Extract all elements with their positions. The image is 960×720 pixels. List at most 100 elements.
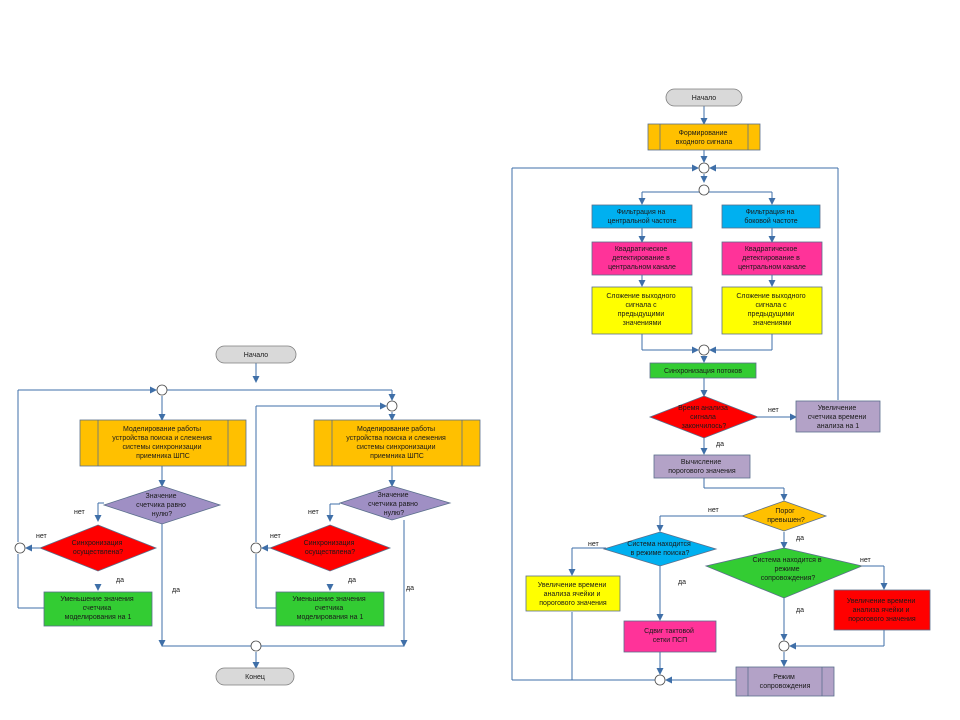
inc-left-line-1: Увеличение времени: [538, 582, 607, 589]
svg-text:Значение счетчика равн: Значение счетчика равно нулю?: [136, 493, 188, 518]
form-line-1: Формирование: [679, 130, 728, 137]
time-q-line-2: сигнала: [690, 414, 716, 421]
svg-text:Формирование входного: Формирование входного сигнала: [676, 130, 733, 146]
left-junction-b-top: [386, 400, 398, 412]
dec-a-line-2: счетчика: [83, 605, 112, 612]
sum-s-line-2: сигнала с: [755, 302, 787, 309]
left-yes-label-3: да: [348, 577, 356, 584]
threshold-line-1: Вычисление: [681, 459, 722, 466]
time-q-line-1: Время анализа: [678, 405, 728, 412]
svg-text:Моделирование работы у: Моделирование работы устройства поиска и…: [346, 425, 448, 460]
svg-text:Квадратическое детекти: Квадратическое детектирование в централь…: [608, 246, 676, 271]
left-start-terminal: [215, 345, 297, 364]
left-sync-decision-a: Синхронизация осуществлена?: [38, 524, 158, 572]
left-model-block-b: Моделирование работы устройства поиска и…: [313, 419, 481, 467]
sync-a-line-2: осуществлена?: [73, 549, 123, 556]
svg-text:Время анализа сигнала: Время анализа сигнала закончилось?: [678, 405, 730, 430]
right-filter-central-block: Фильтрация на центральной частоте: [591, 204, 693, 229]
left-counter-decision-b: Значение счетчика равно нулю?: [338, 485, 452, 521]
svg-text:Система находится в ре: Система находится в режиме сопровождения…: [752, 557, 823, 582]
right-flowchart: Начало Формирование входного сигнала Фил…: [511, 88, 931, 697]
right-junction-loop: [698, 162, 710, 174]
sum-c-line-1: Сложение выходного: [606, 293, 675, 300]
left-sync-decision-b: Синхронизация осуществлена?: [268, 524, 392, 572]
sum-s-line-3: предыдущими: [748, 311, 795, 318]
sq-s-line-2: детектирование в: [742, 255, 800, 262]
counter-b-line-1: Значение: [378, 492, 409, 499]
left-junction-loop-a: [14, 542, 26, 554]
left-no-label-1: нет: [74, 509, 86, 516]
svg-text:Синхронизация осуществ: Синхронизация осуществлена?: [304, 540, 357, 556]
svg-text:Уменьшение значения сч: Уменьшение значения счетчика моделирован…: [292, 596, 367, 621]
inc-right-line-1: Увеличение времени: [847, 598, 916, 605]
right-inc-left-block: Увеличение времени анализа ячейки и поро…: [525, 575, 621, 612]
svg-text:Значение счетчика равн: Значение счетчика равно нулю?: [368, 492, 420, 517]
inc-right-line-3: порогового значения: [848, 616, 916, 623]
right-no-label-track: нет: [860, 557, 872, 564]
right-sync-flows-block: Синхронизация потоков: [649, 362, 757, 379]
track-q-line-1: Система находится в: [752, 557, 821, 564]
filt-s-line-1: Фильтрация на: [746, 209, 795, 216]
syncflow-label: Синхронизация потоков: [664, 368, 742, 375]
sq-c-line-3: центральном канале: [608, 264, 676, 271]
left-model-b-line-3: системы синхронизации: [357, 444, 436, 451]
svg-text:Порог превышен?: Порог превышен?: [767, 508, 805, 524]
inc-left-line-2: анализа ячейки и: [544, 590, 601, 598]
right-yes-label-time: да: [716, 441, 724, 448]
form-line-2: входного сигнала: [676, 139, 733, 146]
porog-line-1: Порог: [775, 508, 795, 515]
right-junction-split: [698, 184, 710, 196]
sum-c-line-4: значениями: [623, 320, 662, 327]
left-model-b-line-2: устройства поиска и слежения: [346, 434, 446, 442]
right-form-signal-block: Формирование входного сигнала: [647, 123, 761, 151]
filt-s-line-2: боковой частоте: [744, 217, 797, 225]
inc-time-line-3: анализа на 1: [817, 423, 859, 430]
left-counter-decision-a: Значение счетчика равно нулю?: [102, 485, 222, 525]
time-q-line-3: закончилось?: [682, 423, 727, 430]
svg-text:Система находится в ре: Система находится в режиме поиска?: [627, 541, 692, 557]
left-no-label-2: нет: [36, 533, 48, 540]
sync-a-line-1: Синхронизация: [72, 540, 123, 547]
inc-right-line-2: анализа ячейки и: [853, 606, 910, 614]
shift-line-1: Сдвиг тактовой: [644, 627, 694, 635]
sum-c-line-3: предыдущими: [618, 311, 665, 318]
mode-line-1: Режим: [773, 674, 795, 681]
right-junction-return: [654, 674, 666, 686]
right-junction-mode: [778, 640, 790, 652]
right-search-mode-decision: Система находится в режиме поиска?: [602, 531, 718, 567]
right-shift-block: Сдвиг тактовой сетки ПСП: [623, 620, 717, 653]
search-q-line-2: в режиме поиска?: [631, 550, 690, 557]
svg-text:Увеличение счетчика вр: Увеличение счетчика времени анализа на 1: [808, 405, 869, 430]
sum-s-line-1: Сложение выходного: [736, 293, 805, 300]
left-model-a-line-3: системы синхронизации: [123, 444, 202, 451]
left-no-label-3: нет: [308, 509, 320, 516]
left-decrement-block-b: Уменьшение значения счетчика моделирован…: [275, 591, 385, 627]
svg-text:Фильтрация на боковой: Фильтрация на боковой частоте: [744, 209, 797, 225]
svg-text:Вычисление порогового: Вычисление порогового значения: [668, 459, 736, 475]
filt-c-line-1: Фильтрация на: [617, 209, 666, 216]
right-inc-right-block: Увеличение времени анализа ячейки и поро…: [833, 589, 931, 631]
inc-time-line-2: счетчика времени: [808, 414, 867, 421]
inc-time-line-1: Увеличение: [818, 405, 857, 412]
svg-text:Синхронизация осуществ: Синхронизация осуществлена?: [72, 540, 125, 556]
sum-c-line-2: сигнала с: [625, 302, 657, 309]
right-track-mode-decision: Система находится в режиме сопровождения…: [704, 547, 864, 599]
svg-text:Увеличение времени ана: Увеличение времени анализа ячейки и поро…: [847, 598, 917, 623]
right-mode-block: Режим сопровождения: [735, 666, 835, 697]
svg-text:Увеличение времени ана: Увеличение времени анализа ячейки и поро…: [538, 582, 608, 607]
filt-c-line-2: центральной частоте: [608, 217, 677, 225]
right-connectors: [511, 106, 888, 684]
left-yes-label-2: да: [172, 587, 180, 594]
right-filter-side-block: Фильтрация на боковой частоте: [721, 204, 821, 229]
left-model-a-line-2: устройства поиска и слежения: [112, 434, 212, 442]
right-porog-decision: Порог превышен?: [740, 500, 828, 532]
right-no-label-time: нет: [768, 407, 780, 414]
right-start-label: Начало: [692, 95, 716, 102]
inc-left-line-3: порогового значения: [539, 600, 607, 607]
track-q-line-2: режиме: [775, 566, 800, 573]
dec-a-line-3: моделирования на 1: [65, 614, 132, 621]
left-end-terminal: [215, 667, 295, 686]
left-flowchart: Начало Моделирование работы устройства п…: [14, 345, 481, 686]
right-sum-central-block: Сложение выходного сигнала с предыдущими…: [591, 286, 693, 335]
sq-c-line-1: Квадратическое: [615, 246, 668, 253]
